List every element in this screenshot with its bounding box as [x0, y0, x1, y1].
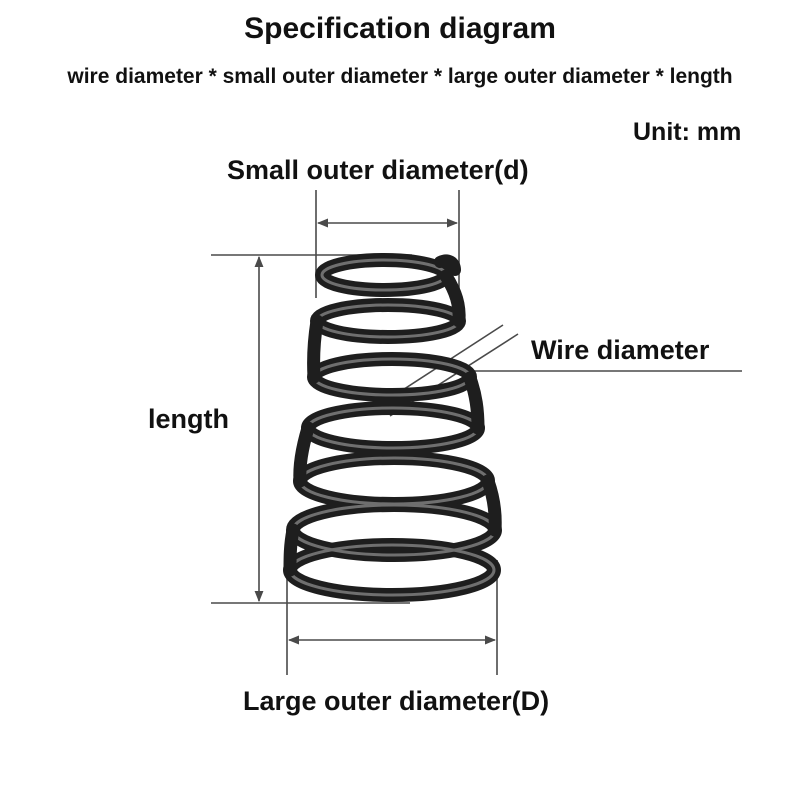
- spec-format-subtitle: wire diameter * small outer diameter * l…: [67, 65, 733, 88]
- conical-spring-icon: [283, 253, 502, 602]
- large-diameter-dimension: [286, 560, 498, 675]
- wire-diameter-label: Wire diameter: [531, 335, 710, 365]
- unit-label: Unit: mm: [633, 118, 742, 146]
- small-outer-diameter-label: Small outer diameter(d): [227, 155, 529, 185]
- small-diameter-dimension: [315, 190, 460, 298]
- large-outer-diameter-label: Large outer diameter(D): [243, 686, 550, 716]
- length-label: length: [148, 404, 229, 434]
- page-title: Specification diagram: [244, 12, 556, 45]
